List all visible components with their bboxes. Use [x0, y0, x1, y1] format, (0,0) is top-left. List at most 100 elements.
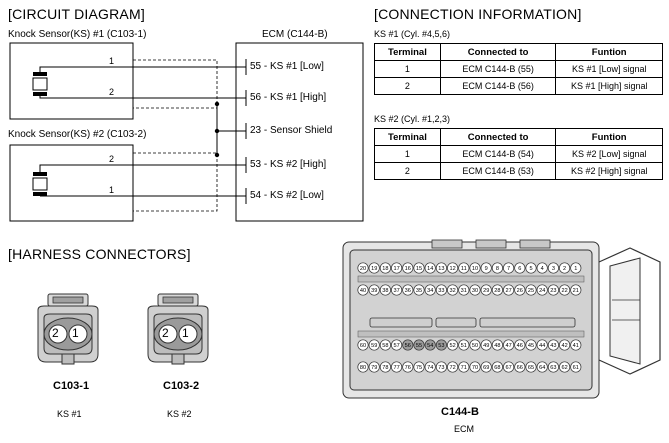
ecm-pin	[424, 284, 436, 296]
ecm-pin	[447, 284, 459, 296]
ecm-pin	[368, 262, 380, 274]
ecm-pin-label: 78	[382, 365, 388, 371]
ecm-pin-label: 49	[483, 343, 489, 349]
ecm-pin-label: 29	[483, 288, 489, 294]
ecm-pin	[547, 339, 559, 351]
ecm-pin-label: 68	[494, 365, 500, 371]
ecm-pin-label: 34	[427, 288, 433, 294]
ecm-pin	[514, 262, 526, 274]
ecm-pin	[379, 284, 391, 296]
ecm-pin	[536, 262, 548, 274]
table-row: 1 ECM C144-B (55) KS #1 [Low] signal	[374, 60, 663, 78]
ecm-pin	[402, 262, 414, 274]
c103-2-pin-1: 1	[182, 326, 189, 340]
ecm-pin-label: 51	[461, 343, 467, 349]
ecm-pin-label: 20	[360, 266, 366, 272]
ecm-pin-label: 25	[528, 288, 534, 294]
ecm-pin-label: 9	[485, 266, 488, 272]
ecm-pin-label: 15	[416, 266, 422, 272]
ecm-pin-label: 33	[438, 288, 444, 294]
ecm-pin-label: 62	[561, 365, 567, 371]
circuit-heading: [CIRCUIT DIAGRAM]	[8, 6, 145, 22]
ecm-pin-label: 16	[405, 266, 411, 272]
ecm-pin	[469, 361, 481, 373]
ecm-pin-label: 42	[561, 343, 567, 349]
ecm-pin	[480, 339, 492, 351]
ecm-pin	[503, 284, 515, 296]
ecm-pin-56: 56 - KS #1 [High]	[250, 92, 327, 103]
ecm-pin-label: 19	[371, 266, 377, 272]
ecm-pin-label: 10	[472, 266, 478, 272]
ecm-pin	[424, 262, 436, 274]
table-cell: KS #1 [High] signal	[555, 77, 663, 95]
ecm-pin-label: 48	[494, 343, 500, 349]
ecm-pin-label: 4	[541, 266, 544, 272]
ecm-pin	[547, 284, 559, 296]
ecm-pin-label: 27	[505, 288, 511, 294]
ecm-pin	[570, 339, 582, 351]
ecm-pin-label: 55	[416, 343, 422, 349]
connector-c103-2-name: C103-2	[163, 380, 200, 392]
ecm-pin	[559, 262, 571, 274]
table-row: 2 ECM C144-B (56) KS #1 [High] signal	[374, 77, 663, 95]
ecm-pin-label: 36	[405, 288, 411, 294]
sensor1-title: Knock Sensor(KS) #1 (C103-1)	[8, 29, 147, 40]
ecm-pin	[357, 361, 369, 373]
ecm-pin-55: 55 - KS #1 [Low]	[250, 61, 324, 72]
ecm-pin	[458, 284, 470, 296]
ecm-title: ECM (C144-B)	[262, 29, 328, 40]
ecm-pin	[559, 339, 571, 351]
ecm-pin	[379, 339, 391, 351]
ecm-pin-label: 58	[382, 343, 388, 349]
ecm-pin-label: 2	[563, 266, 566, 272]
c103-2-pin-2: 2	[162, 326, 169, 340]
ecm-pin-label: 40	[360, 288, 366, 294]
ecm-pin-label: 14	[427, 266, 433, 272]
ecm-pin-label: 67	[505, 365, 511, 371]
connector-c103-1-name: C103-1	[53, 380, 90, 392]
ecm-pin	[503, 339, 515, 351]
ecm-pin-label: 8	[496, 266, 499, 272]
ecm-pin-label: 6	[518, 266, 521, 272]
ecm-pin-label: 60	[360, 343, 366, 349]
ecm-pin-label: 77	[393, 365, 399, 371]
knock-sensor-2-icon	[32, 164, 133, 197]
ecm-pin	[480, 361, 492, 373]
sensor2-title: Knock Sensor(KS) #2 (C103-2)	[8, 129, 147, 140]
ecm-pin-53: 53 - KS #2 [High]	[250, 159, 327, 170]
ecm-pin-label: 28	[494, 288, 500, 294]
ecm-pin-label: 69	[483, 365, 489, 371]
ecm-pin	[413, 284, 425, 296]
ecm-pin-label: 23	[550, 288, 556, 294]
ecm-pin-label: 32	[449, 288, 455, 294]
ecm-pin	[480, 262, 492, 274]
ecm-pin	[435, 262, 447, 274]
ecm-pin-label: 45	[528, 343, 534, 349]
ecm-pin-label: 74	[427, 365, 433, 371]
connection-table-1: Terminal Connected to Funtion 1 ECM C144…	[374, 43, 663, 95]
ecm-pin-label: 7	[507, 266, 510, 272]
ecm-pin-label: 65	[528, 365, 534, 371]
sensor1-pin-b: 2	[109, 87, 115, 97]
ecm-pin	[368, 284, 380, 296]
ecm-pin	[570, 284, 582, 296]
table-row: 1 ECM C144-B (54) KS #2 [Low] signal	[374, 145, 663, 163]
ecm-pin	[480, 284, 492, 296]
ecm-pin	[503, 361, 515, 373]
ecm-pin	[559, 284, 571, 296]
ecm-pin	[379, 361, 391, 373]
connector-c144-b-name: C144-B	[441, 406, 479, 418]
ecm-pin	[525, 262, 537, 274]
ecm-pin	[547, 361, 559, 373]
ecm-pin	[357, 284, 369, 296]
ecm-pin	[491, 262, 503, 274]
ecm-pin-label: 38	[382, 288, 388, 294]
ecm-pin-54: 54 - KS #2 [Low]	[250, 190, 324, 201]
ecm-pin-label: 31	[461, 288, 467, 294]
ecm-pin-label: 21	[573, 288, 579, 294]
ecm-pin	[469, 339, 481, 351]
ecm-pin-label: 26	[517, 288, 523, 294]
ecm-pin	[357, 339, 369, 351]
